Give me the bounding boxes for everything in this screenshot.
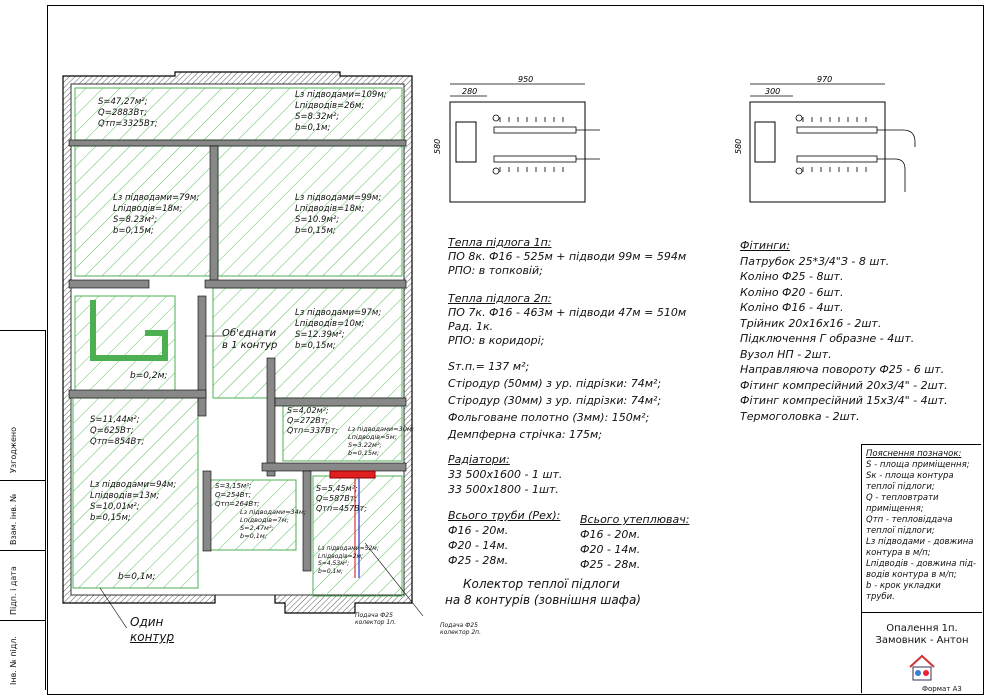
fittings-list: Фітинги: Патрубок 25*3/4"З - 8 шт. Колін… (740, 239, 948, 423)
title-block: Опалення 1п. Замовник - Антон Формат А3 (861, 612, 982, 693)
cabinet-2-offset: 300 (765, 87, 780, 96)
room-small-bath (282, 405, 403, 462)
sidebar-label-inventory: Інв. № підл. (9, 636, 18, 685)
sidebar-label-agreed: Узгоджено (9, 426, 18, 473)
title-line1: Опалення 1п. (886, 623, 958, 634)
room-label-10: S=3,15м²;Q=254Вт;Qтп=264Вт; (215, 482, 260, 508)
floor1-notes: Тепла підлога 1п: ПО 8к. Ф16 - 525м + пі… (448, 236, 687, 277)
room-label-9: Lз підводами=30м;Lпідводів=5м;S=3.22м²;b… (348, 425, 414, 457)
approval-sidebar: Узгоджено Взам. інв. № Підп. і дата Інв.… (0, 330, 46, 690)
sheet-format: Формат А3 (922, 685, 962, 693)
pipes-total: Всього труби (Рех): Ф16 - 20м. Ф20 - 14м… (448, 509, 561, 567)
sidebar-label-replace: Взам. інв. № (9, 493, 18, 545)
collector-cabinet-1: 950 280 580 (433, 75, 600, 203)
room-label-6: S=11,44м²;Q=625Вт;Qтп=854Вт; (90, 415, 145, 447)
room-label-13: Lз підводами=52м;Lпідводів=2м;S=4,53м²;b… (318, 545, 379, 575)
sidebar-label-sign: Підп. і дата (9, 566, 18, 615)
sidebar-cell-agreed: Узгоджено (0, 330, 45, 481)
room-label-7: Lз підводами=94м;Lпідводів=13м;S=10,01м²… (90, 480, 177, 523)
room-label-11: Lз підводами=34м;Lпідводів=7м;S=2.47м²;b… (240, 508, 306, 540)
radiators-list: Радіатори: 33 500х1600 - 1 шт. 33 500х18… (448, 453, 563, 496)
floor2-notes: Тепла підлога 2п: ПО 7к. Ф16 - 463м + пі… (448, 292, 687, 347)
room-label-1: S=47,27м²;Q=2883Вт;Qтп=3325Вт; (98, 97, 158, 129)
floor1-title: Тепла підлога 1п: (448, 236, 552, 249)
materials-list: Sт.п.= 137 м²; Стіродур (50мм) з ур. під… (448, 360, 662, 441)
room-label-12: S=5,45м²;Q=587Вт;Qтп=457Вт; (316, 484, 368, 513)
room-wc (209, 479, 297, 551)
room-label-8: S=4,02м²;Q=272Вт;Qтп=337Вт; (287, 406, 339, 435)
room-right-upper (217, 145, 403, 277)
bottom-step-label: b=0,1м; (118, 572, 156, 582)
cabinet-2-height: 580 (735, 139, 743, 154)
room-label-2: Lз підводами=109м;Lпідводів=26м;S=8.32м²… (295, 90, 387, 133)
corridor-step-label: b=0,2м; (130, 371, 168, 381)
insulation-total: Всього утеплювач: Ф16 - 20м. Ф20 - 14м. … (580, 513, 690, 571)
cabinet-1-height: 580 (433, 139, 442, 154)
cabinet-1-offset: 280 (462, 87, 477, 96)
sidebar-cell-sign: Підп. і дата (0, 550, 45, 621)
room-label-4: Lз підводами=99м;Lпідводів=18м;S=10.9м²;… (295, 193, 382, 236)
floor2-title: Тепла підлога 2п: (448, 292, 552, 305)
legend-title: Пояснення позначок: (866, 449, 962, 459)
sidebar-cell-replace: Взам. інв. № (0, 480, 45, 551)
floor-plan (62, 71, 424, 628)
room-label-5: Lз підводами=97м;Lпідводів=10м;S=12.39м²… (295, 308, 382, 351)
company-logo-icon (909, 654, 935, 681)
room-right-middle (212, 287, 403, 399)
room-left-upper (74, 145, 213, 277)
drawing-frame (47, 5, 984, 695)
collector-marker (329, 470, 376, 479)
cabinet-2-width: 970 (817, 75, 832, 84)
room-label-3: Lз підводами=79м;Lпідводів=18м;S=8.23м²;… (113, 193, 200, 236)
sidebar-cell-inventory: Інв. № підл. (0, 620, 45, 691)
legend-box: Пояснення позначок: S - площа приміщення… (861, 444, 981, 612)
room-left-lower (72, 397, 199, 589)
title-line2: Замовник - Антон (875, 635, 969, 646)
cabinet-1-width: 950 (518, 75, 533, 84)
collector-cabinet-2: 970 300 580 (735, 75, 916, 203)
